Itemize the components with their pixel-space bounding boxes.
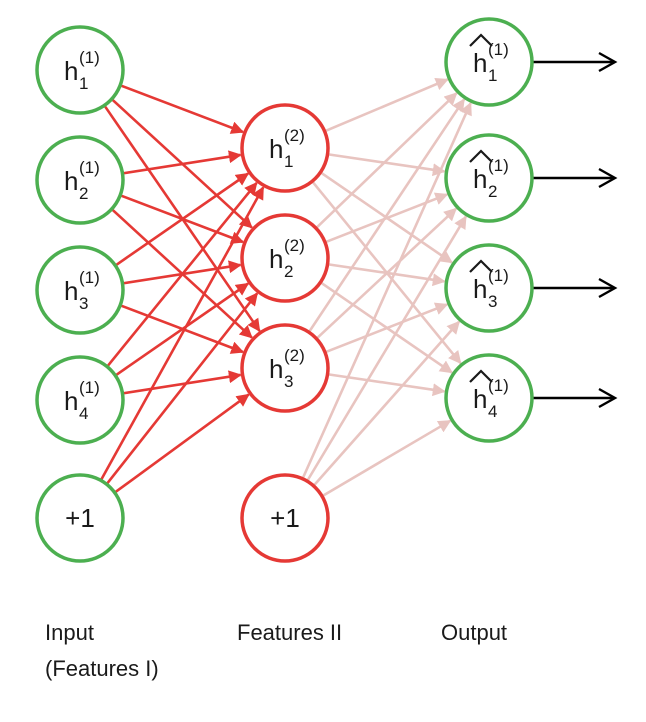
output-node-1-symbol: h (473, 48, 487, 78)
edge-input-2-to-hidden-1 (122, 150, 242, 175)
input-node-4-circle (35, 355, 125, 445)
edge-hidden-2-to-output-1 (315, 92, 458, 230)
input-bias-node-label: +1 (65, 503, 95, 533)
input-node-3: h(1) 3 (35, 245, 125, 335)
hidden-node-3-symbol: h (269, 354, 283, 384)
input-node-1-subscript: 1 (79, 74, 88, 93)
output-node-1-subscript: 1 (488, 66, 497, 85)
input-node-4-subscript: 4 (79, 404, 88, 423)
input-node-3-superscript: (1) (79, 268, 100, 287)
output-node-2-superscript: (1) (488, 156, 509, 175)
input-node-3-subscript: 3 (79, 294, 88, 313)
hidden-node-3-circle (240, 323, 330, 413)
hidden-node-2-superscript: (2) (284, 236, 305, 255)
output-arrowhead-2 (598, 167, 618, 189)
output-node-4-symbol: h (473, 384, 487, 414)
edge-hidden-4-to-output-4 (321, 419, 452, 498)
hidden-bias-node-label: +1 (270, 503, 300, 533)
hidden-node-1-circle (240, 103, 330, 193)
edge-input-3-to-hidden-1 (114, 172, 250, 267)
edge-hidden-3-to-output-2 (315, 207, 458, 340)
hidden-node-3-subscript: 3 (284, 372, 293, 391)
input-node-1-superscript: (1) (79, 48, 100, 67)
input-node-1: h(1) 1 (35, 25, 125, 115)
layer-captions: Input (Features I) Features II Output (45, 620, 507, 681)
output-arrowhead-3 (598, 277, 618, 299)
input-caption-line-1: Input (45, 620, 94, 645)
hidden-caption-line-1: Features II (237, 620, 342, 645)
output-node-3-subscript: 3 (488, 292, 497, 311)
hidden-bias-node: +1 (240, 473, 330, 563)
edge-input-5-to-hidden-2 (105, 292, 259, 486)
output-node-4-circle (444, 353, 534, 443)
edge-input-4-to-hidden-1 (106, 181, 258, 368)
hidden-node-3: h(2) 3 (240, 323, 330, 413)
output-node-2-symbol: h (473, 164, 487, 194)
hidden-node-1-symbol: h (269, 134, 283, 164)
output-node-2: h(1) 2 (444, 133, 534, 223)
output-node-2-subscript: 2 (488, 182, 497, 201)
input-node-4-symbol: h (64, 386, 78, 416)
edge-input-5-to-hidden-3 (113, 393, 250, 494)
hidden-node-1-superscript: (2) (284, 126, 305, 145)
edge-hidden-4-to-output-2 (306, 215, 467, 482)
network-nodes: h(1)1h(1)2h(1)3h(1)4+1h(2)1h(2)2h(2)3+1h… (35, 17, 534, 563)
hidden-node-1: h(2) 1 (240, 103, 330, 193)
hidden-node-2: h(2) 2 (240, 213, 330, 303)
output-caption-line-1: Output (441, 620, 507, 645)
edge-hidden-3-to-output-3 (324, 302, 449, 354)
input-node-4: h(1) 4 (35, 355, 125, 445)
input-node-1-circle (35, 25, 125, 115)
output-arrowhead-4 (598, 387, 618, 409)
input-caption-line-2: (Features I) (45, 656, 159, 681)
hidden-node-2-circle (240, 213, 330, 303)
output-node-3-circle (444, 243, 534, 333)
edge-input-4-to-hidden-3 (122, 370, 242, 395)
output-node-3: h(1) 3 (444, 243, 534, 333)
input-node-3-circle (35, 245, 125, 335)
input-node-2-subscript: 2 (79, 184, 88, 203)
edge-input-5-to-hidden-1 (99, 186, 265, 482)
output-arrows (532, 51, 618, 409)
hidden-node-1-subscript: 1 (284, 152, 293, 171)
edge-input-4-to-hidden-2 (114, 282, 250, 377)
edge-hidden-4-to-output-1 (301, 101, 472, 480)
input-bias-node-circle (35, 473, 125, 563)
hidden-bias-node-circle (240, 473, 330, 563)
input-node-2-circle (35, 135, 125, 225)
input-node-2: h(1) 2 (35, 135, 125, 225)
hidden-node-3-superscript: (2) (284, 346, 305, 365)
output-node-4-hat-icon (469, 369, 493, 383)
input-node-1-symbol: h (64, 56, 78, 86)
input-to-hidden-edges (99, 84, 265, 494)
output-node-3-superscript: (1) (488, 266, 509, 285)
output-node-1-circle (444, 17, 534, 107)
output-node-4-subscript: 4 (488, 402, 497, 421)
edge-hidden-4-to-output-3 (312, 320, 461, 487)
input-node-2-superscript: (1) (79, 158, 100, 177)
output-node-2-circle (444, 133, 534, 223)
input-bias-node: +1 (35, 473, 125, 563)
hidden-node-2-subscript: 2 (284, 262, 293, 281)
input-node-2-symbol: h (64, 166, 78, 196)
output-node-1: h(1) 1 (444, 17, 534, 107)
output-arrowhead-1 (598, 51, 618, 73)
hidden-to-output-edges (301, 78, 472, 498)
output-node-3-hat-icon (469, 259, 493, 273)
edge-hidden-1-to-output-1 (324, 78, 449, 133)
edge-input-1-to-hidden-1 (119, 84, 245, 134)
output-node-1-hat-icon (469, 33, 493, 47)
output-node-4: h(1) 4 (444, 353, 534, 443)
output-node-2-hat-icon (469, 149, 493, 163)
hidden-node-2-symbol: h (269, 244, 283, 274)
edge-hidden-3-to-output-1 (307, 98, 466, 333)
output-node-1-superscript: (1) (488, 40, 509, 59)
output-node-4-superscript: (1) (488, 376, 509, 395)
input-node-4-superscript: (1) (79, 378, 100, 397)
input-node-3-symbol: h (64, 276, 78, 306)
output-node-3-symbol: h (473, 274, 487, 304)
edge-hidden-1-to-output-2 (327, 152, 446, 177)
